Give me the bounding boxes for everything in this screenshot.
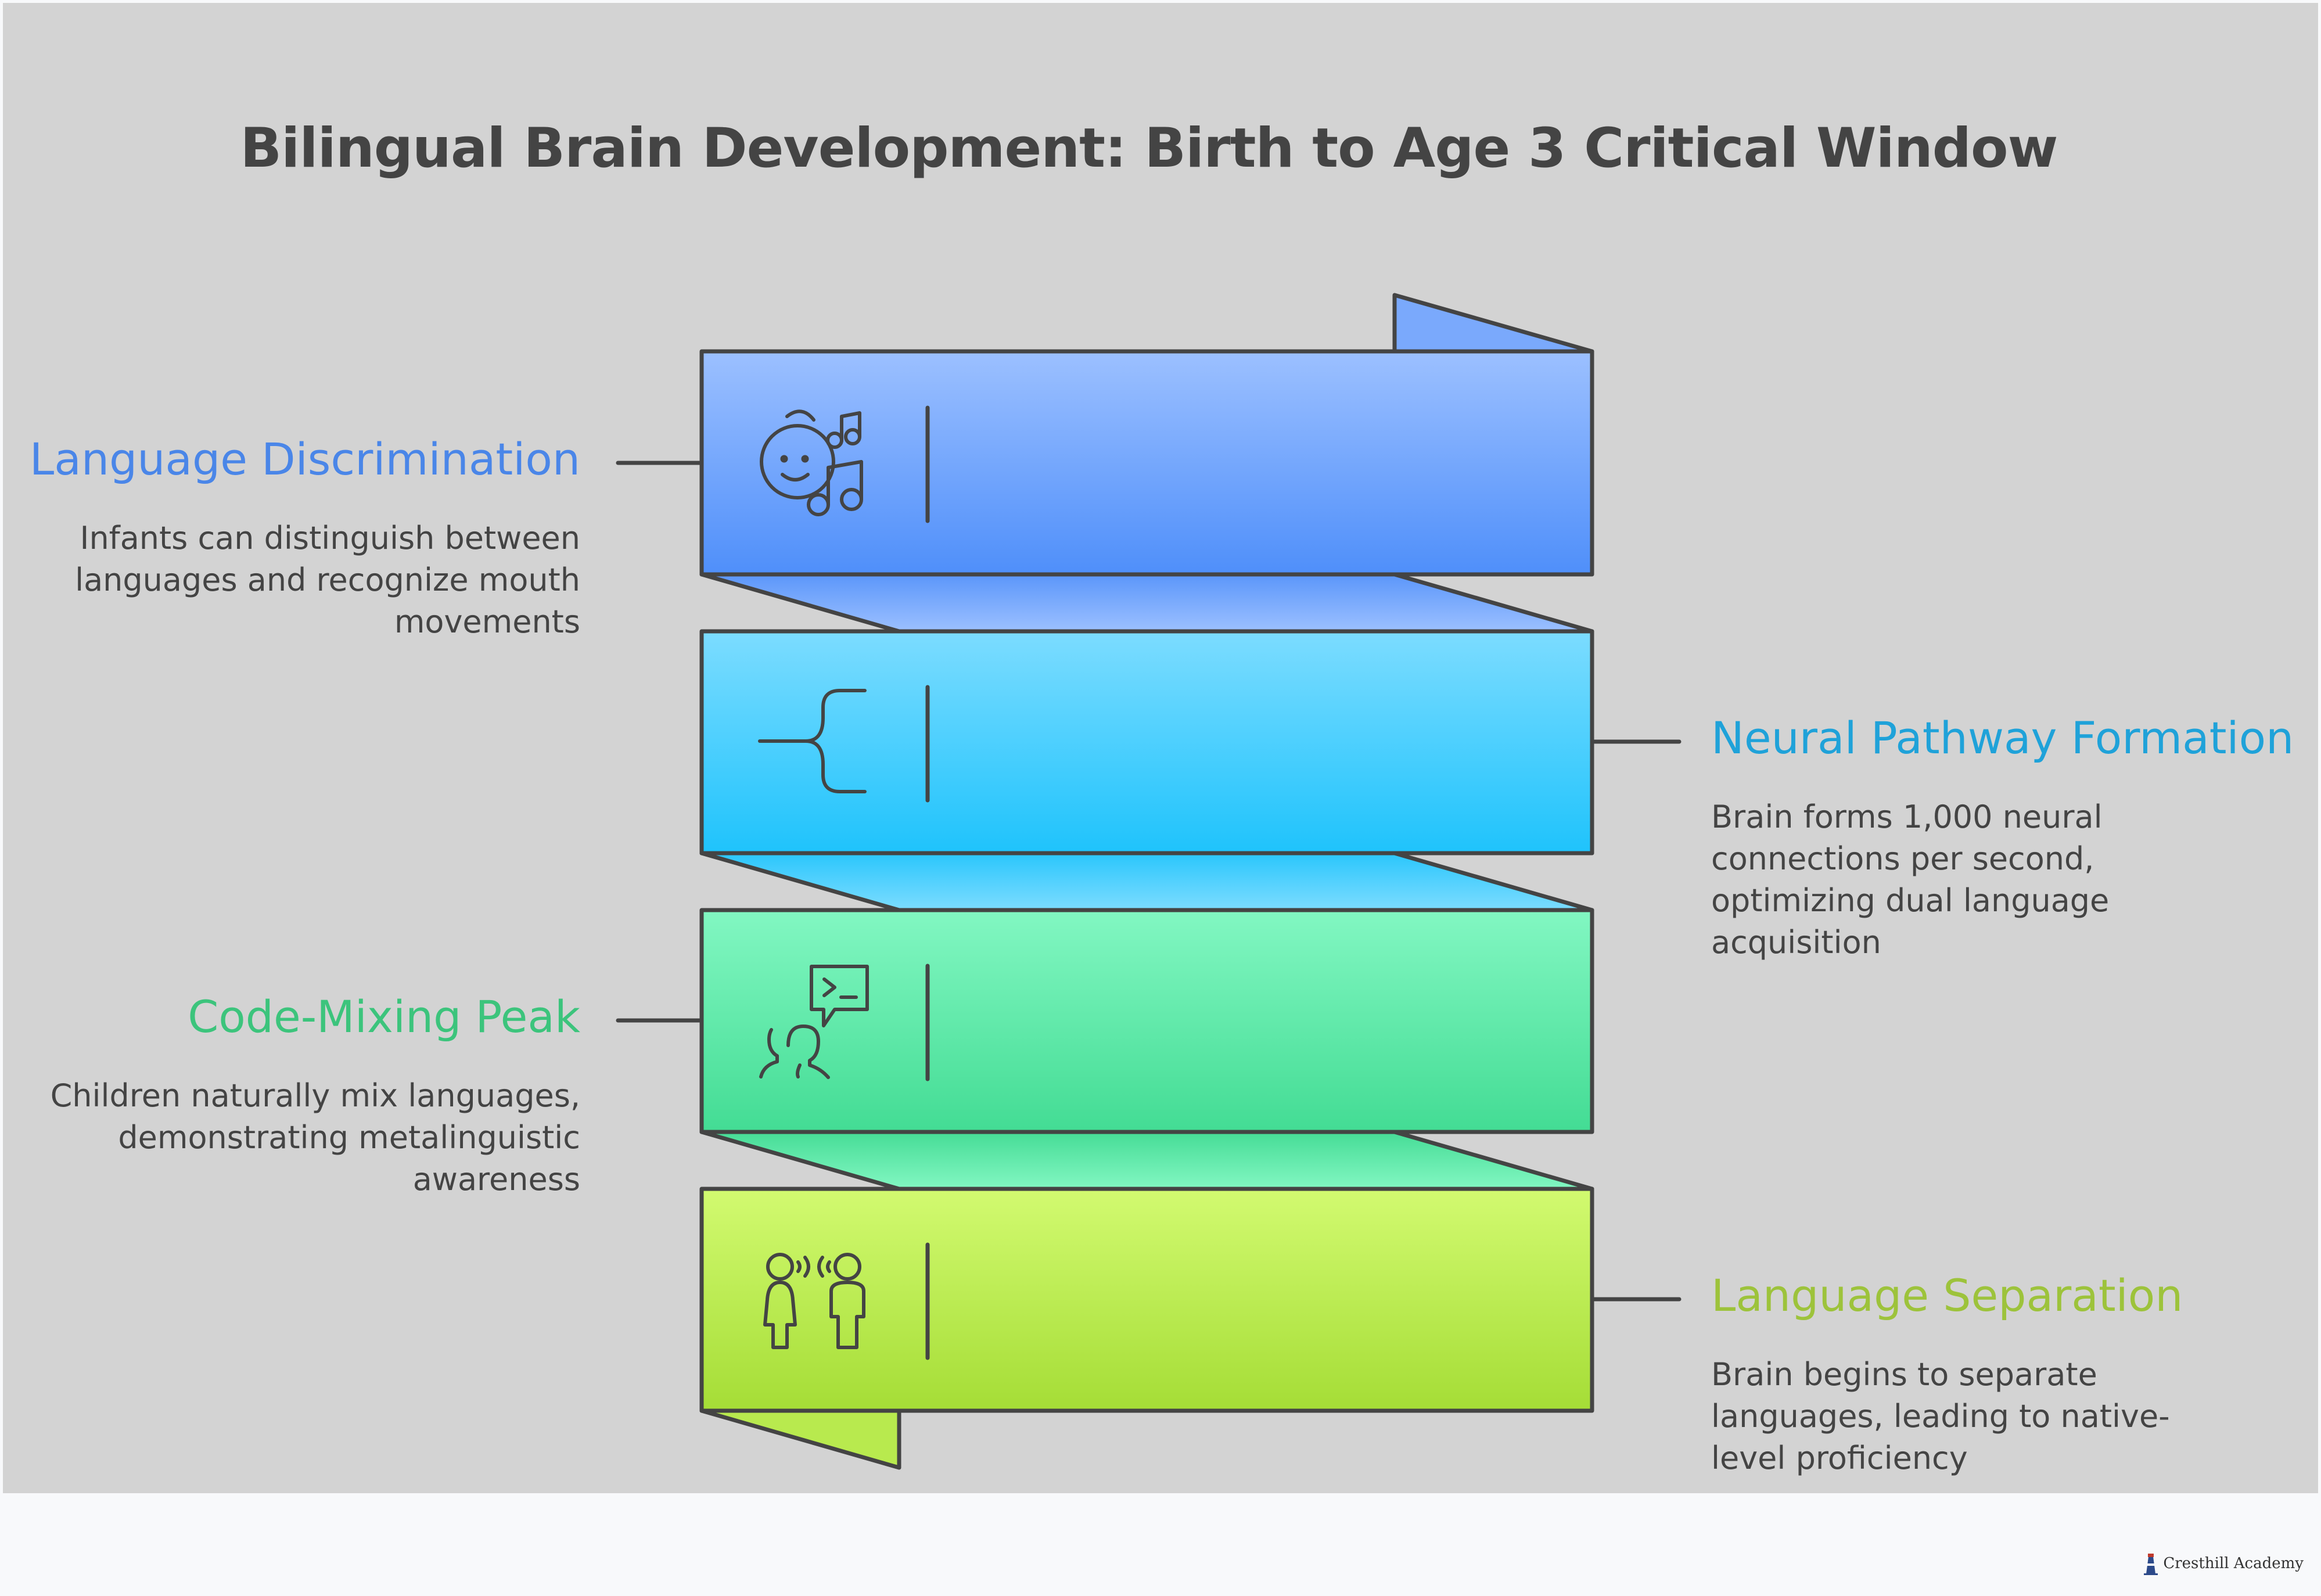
- ribbon-diagram: [616, 293, 1682, 1470]
- person-speech-terminal-icon: [759, 965, 869, 1079]
- diagram-panel: Bilingual Brain Development: Birth to Ag…: [3, 3, 2318, 1493]
- stage-title-language-discrimination: Language Discrimination: [29, 433, 580, 485]
- band-neural-pathway: [699, 629, 1594, 855]
- stage-desc-neural-pathway: Brain forms 1,000 neural connections per…: [1711, 799, 2110, 961]
- baby-music-icon: [760, 409, 863, 516]
- stage-desc-language-separation: Brain begins to separate languages, lead…: [1711, 1356, 2170, 1476]
- top-flap: [1392, 293, 1594, 354]
- branching-pathway-icon: [758, 689, 867, 793]
- stage-title-code-mixing: Code-Mixing Peak: [188, 991, 580, 1043]
- footer-brand-label: Cresthill Academy: [2163, 1555, 2304, 1572]
- two-people-talking-icon: [763, 1253, 865, 1349]
- stage-desc-code-mixing: Children naturally mix languages, demons…: [50, 1077, 580, 1198]
- fold-3: [699, 1130, 1594, 1191]
- fold-2: [699, 851, 1594, 912]
- fold-1: [699, 572, 1594, 634]
- page-title: Bilingual Brain Development: Birth to Ag…: [240, 117, 2058, 180]
- band-language-separation: [699, 1187, 1594, 1413]
- band-code-mixing: [699, 908, 1594, 1134]
- stage-desc-language-discrimination: Infants can distinguish between language…: [75, 520, 580, 640]
- bottom-flap: [699, 1408, 901, 1470]
- stage-title-neural-pathway: Neural Pathway Formation: [1711, 712, 2294, 764]
- footer-brand: Cresthill Academy: [2143, 1552, 2304, 1575]
- stage-title-language-separation: Language Separation: [1711, 1270, 2183, 1321]
- lighthouse-logo-icon: [2144, 1554, 2158, 1575]
